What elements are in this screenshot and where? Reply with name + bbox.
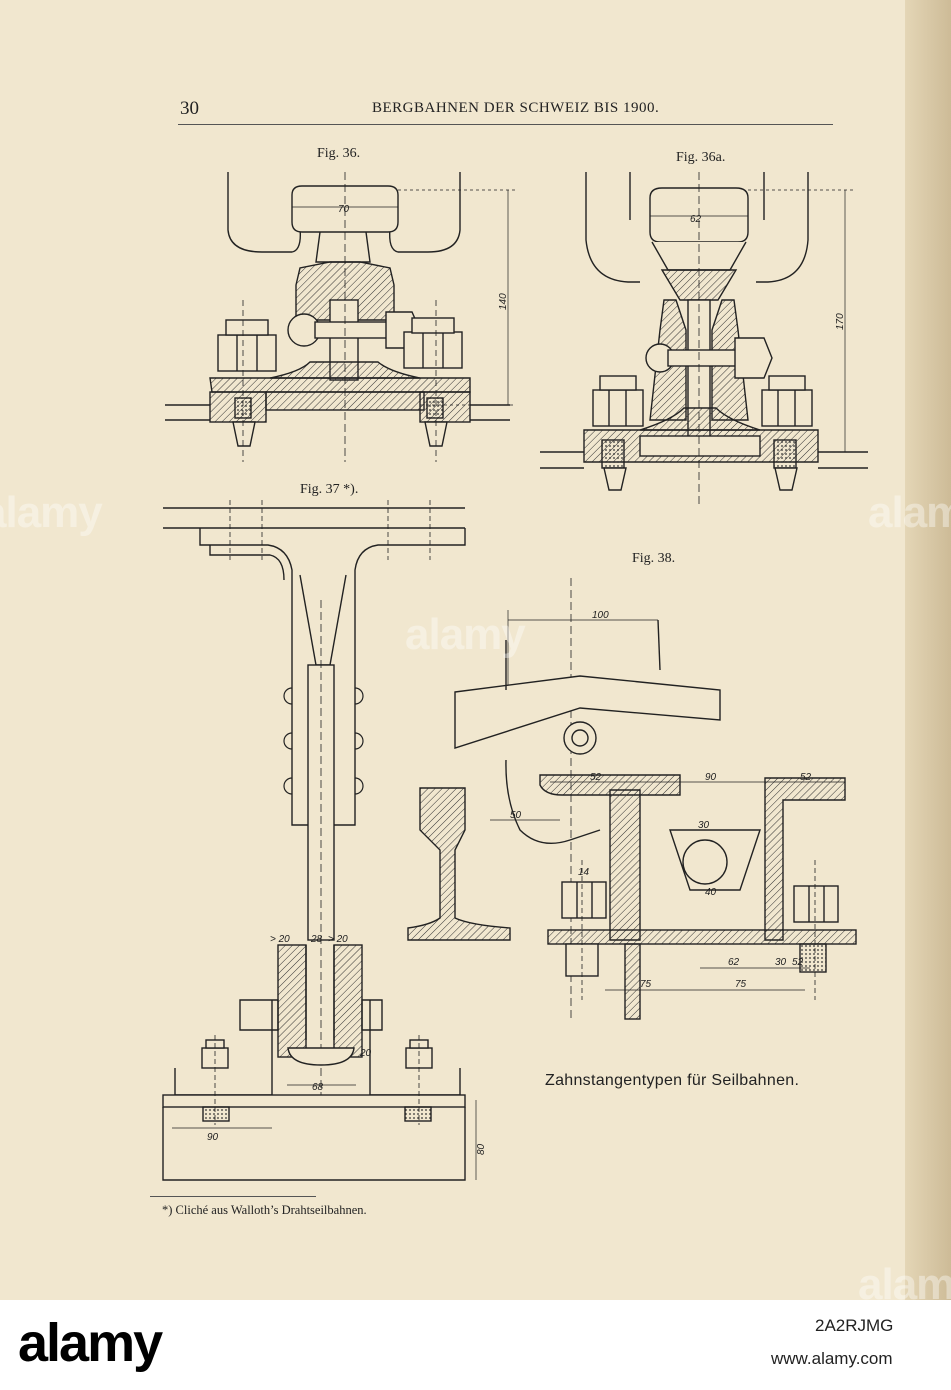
image-id: 2A2RJMG bbox=[815, 1316, 894, 1335]
fig38-drawing bbox=[407, 578, 857, 1020]
fig36-caption: Fig. 36. bbox=[317, 146, 361, 161]
fig38-dim-h: 30 bbox=[775, 957, 787, 968]
fig38-dim-b: 52 bbox=[590, 772, 602, 783]
fig37-dim-foot: 68 bbox=[312, 1082, 324, 1093]
fig37-dim-gap-right: > 20 bbox=[328, 934, 348, 945]
fig36-dim-width: 70 bbox=[338, 204, 350, 215]
fig36a-dim-width: 62 bbox=[690, 214, 702, 225]
fig38-dim-k: 75 bbox=[735, 979, 747, 990]
running-head: BERGBAHNEN DER SCHWEIZ BIS 1900. bbox=[372, 100, 660, 116]
fig37-dim-side: 20 bbox=[359, 1048, 372, 1059]
fig37-dim-depth: 80 bbox=[476, 1143, 487, 1155]
fig37-dim-web: 28 bbox=[310, 934, 323, 945]
fig36a-dim-height: 170 bbox=[835, 313, 846, 330]
fig38-dim-d: 52 bbox=[800, 772, 812, 783]
fig36-drawing bbox=[165, 172, 515, 462]
fig38-dim-e: 30 bbox=[698, 820, 710, 831]
watermark: alamy bbox=[868, 488, 951, 537]
alamy-logo: alamy bbox=[18, 1313, 163, 1373]
watermark: alamy bbox=[0, 488, 103, 537]
footnote-rule bbox=[150, 1196, 316, 1197]
fig38-dim-top: 100 bbox=[592, 610, 609, 621]
stock-footer-bar bbox=[0, 1300, 951, 1390]
fig36-dim-height: 140 bbox=[498, 293, 509, 310]
footnote: *) Cliché aus Walloth’s Drahtseilbahnen. bbox=[162, 1203, 367, 1217]
watermark: alamy bbox=[405, 610, 526, 659]
page-edge-shadow bbox=[905, 0, 951, 1300]
fig37-caption: Fig. 37 *). bbox=[300, 482, 359, 497]
fig37-dim-offset: 90 bbox=[207, 1132, 219, 1143]
fig38-dim-g: 62 bbox=[728, 957, 740, 968]
technical-drawings: 70 140 bbox=[162, 172, 868, 1181]
fig36a-drawing bbox=[540, 172, 868, 505]
fig38-dim-j: 75 bbox=[640, 979, 652, 990]
footer-url: www.alamy.com bbox=[771, 1349, 893, 1368]
main-caption: Zahnstangentypen für Seilbahnen. bbox=[545, 1072, 800, 1089]
fig38-caption: Fig. 38. bbox=[632, 551, 676, 566]
scanned-page bbox=[0, 0, 951, 1300]
fig38-dim-i: 52 bbox=[792, 957, 804, 968]
fig38-dim-c: 90 bbox=[705, 772, 717, 783]
fig38-dim-l: 14 bbox=[578, 867, 590, 878]
header-rule bbox=[178, 124, 833, 125]
fig38-dim-a: 50 bbox=[510, 810, 522, 821]
page-number: 30 bbox=[180, 98, 199, 119]
fig37-dim-gap-left: > 20 bbox=[270, 934, 290, 945]
fig37-drawing bbox=[162, 500, 477, 1181]
fig38-dim-f: 40 bbox=[705, 887, 717, 898]
fig36a-caption: Fig. 36a. bbox=[676, 150, 726, 165]
